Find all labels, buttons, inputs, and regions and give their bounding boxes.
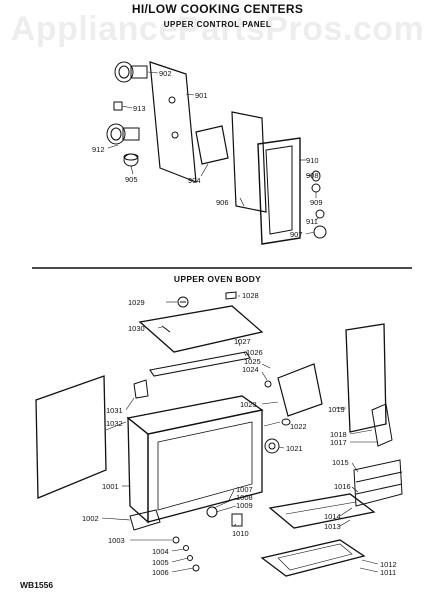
part-1022 [281, 418, 291, 426]
rack-1015 [353, 459, 403, 507]
label-1011: 1011 [380, 568, 396, 577]
label-1026: 1026 [246, 348, 263, 357]
part-909 [311, 183, 321, 193]
leader-lines-lower [101, 295, 379, 573]
label-908: 908 [306, 171, 319, 180]
label-1004: 1004 [152, 547, 169, 556]
panel-hole [171, 131, 179, 139]
panel-hole [168, 96, 176, 104]
label-1001: 1001 [102, 482, 119, 491]
label-1016: 1016 [334, 482, 351, 491]
control-panel-901 [149, 61, 197, 183]
bracket-1017 [371, 403, 393, 447]
broiler-pan-1014 [268, 493, 376, 529]
label-1018: 1018 [330, 430, 347, 439]
knob-907 [313, 225, 327, 239]
top-panel-1027 [138, 305, 264, 353]
clip-1031 [133, 379, 149, 399]
part-1004 [183, 545, 189, 551]
section-title: UPPER OVEN BODY [173, 274, 262, 284]
label-1009: 1009 [236, 501, 253, 510]
part-1006 [192, 564, 200, 572]
label-1022: 1022 [290, 422, 307, 431]
part-1008 [206, 506, 218, 518]
label-904: 904 [188, 176, 201, 185]
label-1027: 1027 [234, 337, 251, 346]
element-1024 [264, 380, 272, 388]
label-906: 906 [216, 198, 229, 207]
label-1002: 1002 [82, 514, 99, 523]
bracket-1002 [129, 509, 161, 531]
label-1023: 1023 [240, 400, 257, 409]
screw-1029 [177, 296, 189, 308]
label-901: 901 [195, 91, 208, 100]
diagram-subtitle: UPPER CONTROL PANEL [163, 20, 272, 29]
bracket-904 [195, 125, 229, 165]
part-number-labels: 902 901 913 912 905 904 906 910 908 909 … [82, 69, 397, 577]
label-1007: 1007 [236, 485, 253, 494]
label-1025: 1025 [244, 357, 261, 366]
frame-910 [257, 137, 301, 245]
label-913: 913 [133, 104, 146, 113]
back-panel-1019 [345, 323, 387, 433]
part-1003 [172, 536, 180, 544]
label-910: 910 [306, 156, 319, 165]
leader-lines-upper [107, 71, 319, 235]
label-1010: 1010 [232, 529, 249, 538]
label-1005: 1005 [152, 558, 169, 567]
part-1010 [231, 513, 243, 527]
label-902: 902 [159, 69, 172, 78]
watermark: AppliancePartsPros.com [10, 10, 425, 48]
label-1031: 1031 [106, 406, 123, 415]
part-911 [315, 209, 325, 219]
label-1024: 1024 [242, 365, 259, 374]
clip-913 [113, 101, 123, 111]
label-1013: 1013 [324, 522, 341, 531]
lower-pan-inner [277, 543, 353, 571]
part-1005 [187, 555, 193, 561]
label-909: 909 [310, 198, 323, 207]
switch-902 [114, 61, 148, 83]
label-1021: 1021 [286, 444, 303, 453]
knob-905 [123, 153, 139, 167]
label-912: 912 [92, 145, 105, 154]
diagram-title: HI/LOW COOKING CENTERS [131, 2, 304, 16]
label-1029: 1029 [128, 298, 145, 307]
label-907: 907 [290, 230, 303, 239]
part-1030 [161, 325, 171, 333]
label-911: 911 [306, 217, 318, 226]
broiler-pan-grid [285, 501, 357, 515]
clip-1028 [225, 291, 237, 300]
label-905: 905 [125, 175, 138, 184]
label-1019: 1019 [328, 405, 345, 414]
switch-912 [106, 123, 140, 145]
panel-906 [231, 111, 267, 213]
label-1030: 1030 [128, 324, 145, 333]
label-1015: 1015 [332, 458, 349, 467]
label-1014: 1014 [324, 512, 341, 521]
label-1017: 1017 [330, 438, 347, 447]
trim-bar-1026 [149, 351, 251, 377]
oven-body-1001 [126, 395, 264, 524]
figure-id: WB1556 [20, 580, 54, 590]
label-1032: 1032 [106, 419, 123, 428]
lamp-1021 [264, 438, 280, 454]
label-1006: 1006 [152, 568, 169, 577]
label-1012: 1012 [380, 560, 397, 569]
lower-pan-1012 [260, 539, 366, 577]
side-panel-1032 [35, 375, 107, 499]
label-1028: 1028 [242, 291, 259, 300]
label-1003: 1003 [108, 536, 125, 545]
element-box-1023 [277, 363, 323, 417]
label-1008: 1008 [236, 493, 253, 502]
